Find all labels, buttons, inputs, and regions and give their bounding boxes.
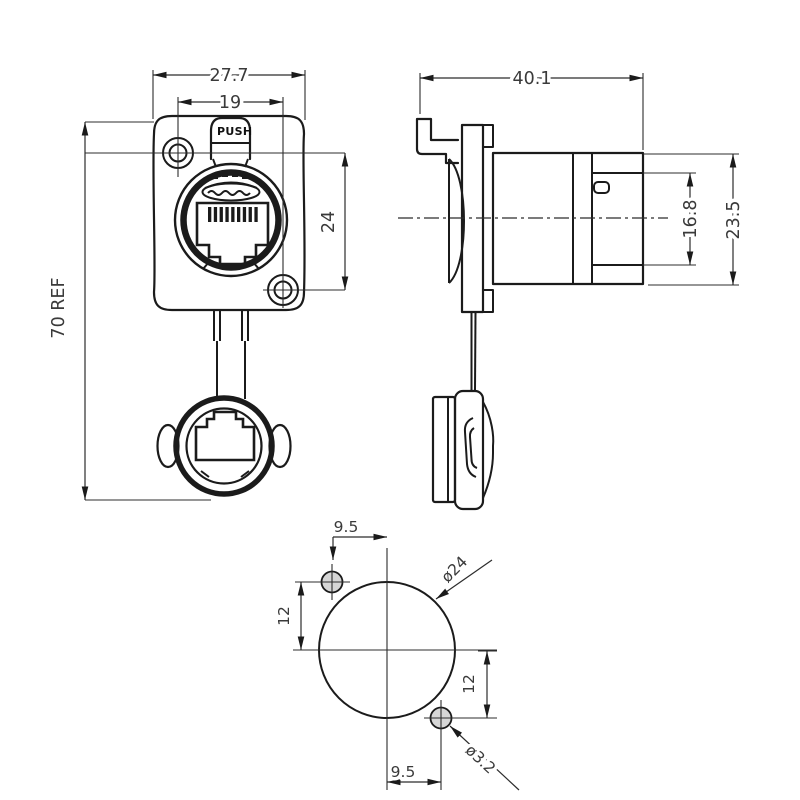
dim-text-12-right: 12 <box>460 674 478 694</box>
lanyard-string <box>474 312 477 391</box>
front-view: PUSH <box>152 114 306 497</box>
dimensions: 27.7 19 70 REF 24 40.1 16.8 23.5 <box>46 63 748 791</box>
ring-tooth <box>232 171 238 177</box>
cap-side-front-plate <box>431 395 457 504</box>
cap-side-bulge <box>482 401 495 499</box>
dust-cap-front <box>156 395 292 497</box>
leader-line-dia24 <box>435 559 493 600</box>
push-label: PUSH <box>217 125 252 138</box>
rj45-contact-pins <box>208 207 258 222</box>
dim-text-70ref: 70 REF <box>49 277 69 338</box>
cap-rj45-cutout <box>194 410 256 462</box>
dim-text-24: 24 <box>319 211 339 233</box>
cap-inner-ring <box>185 407 263 485</box>
dim-text-12-left: 12 <box>275 606 293 626</box>
dim-text-9-5-bottom: 9.5 <box>391 763 416 781</box>
brand-logo-text-squiggle <box>207 190 251 196</box>
outer-ring <box>173 162 289 278</box>
side-view <box>398 117 668 511</box>
flange-outline <box>152 114 306 312</box>
leader-line-dia3-2 <box>449 725 520 791</box>
dim-text-19: 19 <box>219 93 241 113</box>
ring-notch-left <box>202 261 210 270</box>
ring-tooth <box>242 173 248 179</box>
dim-text-23-5: 23.5 <box>724 201 744 240</box>
lanyard-strap <box>213 311 249 399</box>
dim-text-40-1: 40.1 <box>513 69 552 89</box>
cap-side-handle-inner <box>468 427 478 469</box>
cap-lug-right <box>240 470 250 478</box>
latch-hook-profile <box>415 117 460 165</box>
dim-text-9-5-top: 9.5 <box>334 518 359 536</box>
cap-side-body <box>453 389 485 511</box>
dim-text-dia3-2: ø3.2 <box>462 741 499 777</box>
cap-outer-ring <box>173 395 275 497</box>
ring-tooth <box>212 173 218 179</box>
dust-cap-side <box>431 389 495 511</box>
panel-cutout-view <box>293 548 497 790</box>
cap-side-handle <box>463 417 477 478</box>
brand-logo-oval <box>201 182 261 202</box>
flange-tab-top <box>482 124 494 148</box>
ring-notch-right <box>252 261 260 270</box>
dim-text-27-7: 27.7 <box>210 66 249 86</box>
dim-text-16-8: 16.8 <box>681 200 701 239</box>
rj45-jack-opening <box>195 201 270 266</box>
latch-tab <box>209 116 252 161</box>
flange-tab-bottom <box>482 289 494 313</box>
gasket <box>448 158 465 284</box>
ring-tooth <box>222 171 228 177</box>
locking-window <box>593 181 610 194</box>
cap-lug-left <box>200 470 210 478</box>
locking-ring <box>180 169 282 271</box>
dim-text-dia24: ø24 <box>438 553 471 586</box>
